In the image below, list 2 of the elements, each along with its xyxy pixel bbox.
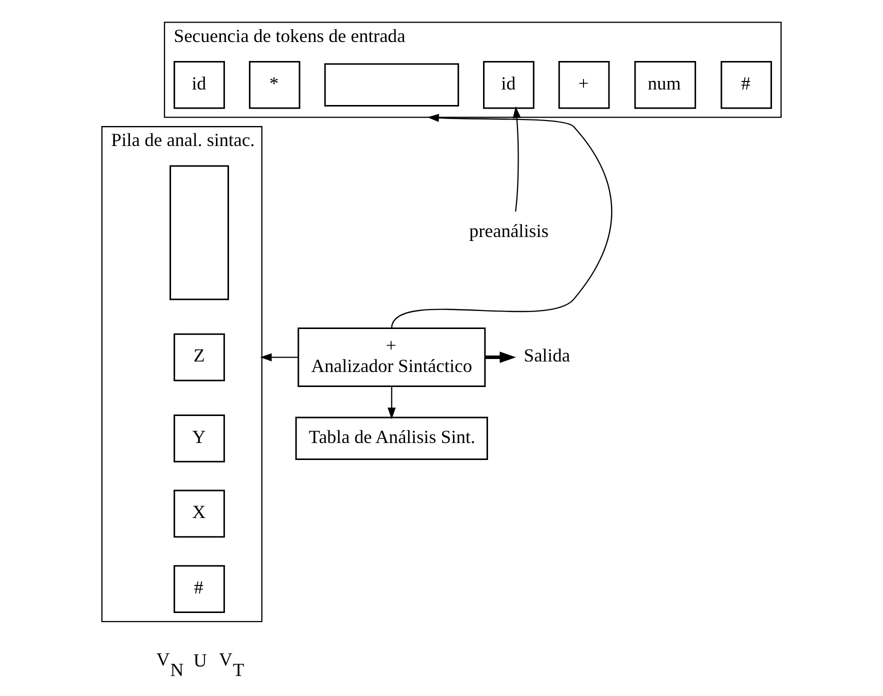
node-text: Salida: [524, 346, 570, 367]
node-text: preanálisis: [469, 221, 549, 242]
